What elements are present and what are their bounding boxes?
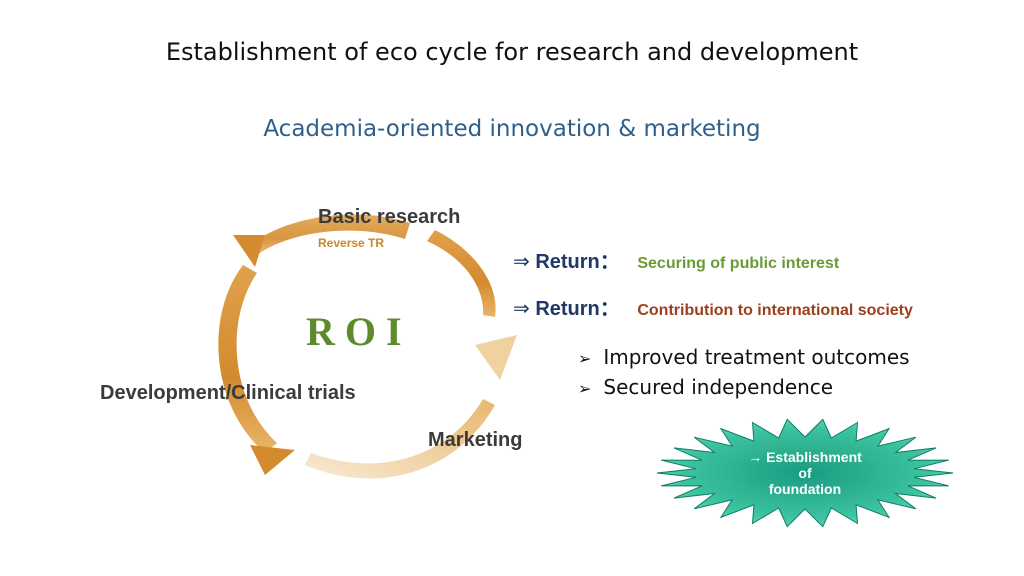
- badge-line: of: [798, 465, 812, 481]
- arrow-bullet-icon: ➢: [578, 379, 592, 398]
- cycle-arrowhead-right: [475, 335, 517, 380]
- cycle-diagram: [218, 214, 517, 479]
- page-title: Establishment of eco cycle for research …: [165, 38, 859, 66]
- foundation-burst-shape: [656, 418, 954, 528]
- return-item: ⇒ Return： Securing of public interest: [513, 245, 839, 274]
- foundation-badge-text: → Establishment of foundation: [735, 449, 875, 497]
- arrow-bullet-icon: ➢: [578, 349, 592, 368]
- bullet-text: Improved treatment outcomes: [603, 345, 910, 369]
- bullet-item: ➢ Improved treatment outcomes: [578, 345, 910, 369]
- bullet-item: ➢ Secured independence: [578, 375, 833, 399]
- node-marketing: Marketing: [428, 429, 523, 451]
- roi-center-label: ROI: [306, 309, 412, 354]
- cycle-arrow-right: [427, 230, 496, 317]
- node-basic-research: Basic research: [318, 206, 461, 228]
- return-item: ⇒ Return： Contribution to international …: [513, 292, 913, 321]
- cycle-arrow-left: [218, 265, 277, 453]
- implies-arrow-icon: ⇒: [513, 251, 530, 273]
- page-subtitle: Academia-oriented innovation & marketing: [263, 116, 761, 142]
- return-detail: Contribution to international society: [637, 302, 913, 319]
- badge-line: → Establishment: [748, 449, 862, 465]
- implies-arrow-icon: ⇒: [513, 298, 530, 320]
- return-colon: ：: [599, 251, 620, 273]
- node-development: Development/Clinical trials: [100, 382, 356, 404]
- cycle-arrow-bottom: [305, 399, 495, 479]
- return-label: Return: [535, 298, 600, 320]
- badge-line: foundation: [768, 481, 842, 497]
- node-reverse-tr: Reverse TR: [318, 236, 385, 250]
- bullet-text: Secured independence: [603, 375, 834, 399]
- return-colon: ：: [599, 298, 620, 320]
- cycle-arrow-top: [250, 214, 410, 255]
- return-label: Return: [535, 251, 600, 273]
- cycle-arrowhead-left: [250, 445, 295, 475]
- cycle-arrowhead-top: [233, 235, 265, 267]
- return-detail: Securing of public interest: [637, 255, 840, 272]
